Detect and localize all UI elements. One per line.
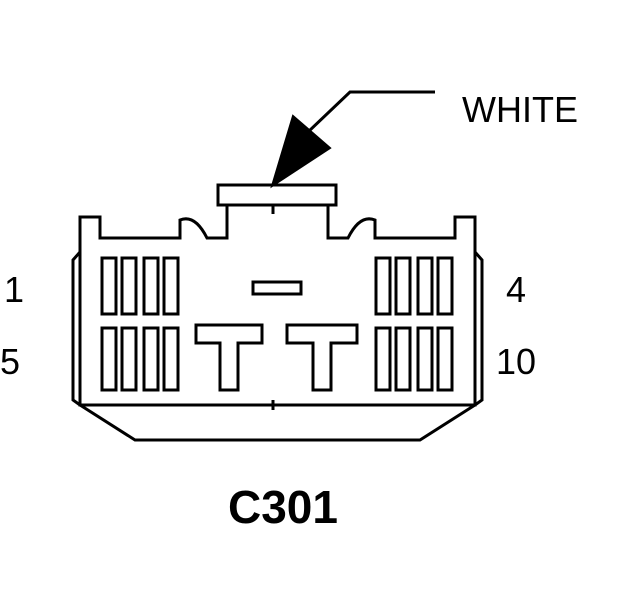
terminal-pin-1a	[100, 256, 118, 316]
terminal-pin-1b	[120, 256, 138, 316]
terminal-pin-2a	[142, 256, 160, 316]
pin-label-5: 5	[0, 341, 21, 382]
terminal-pin-5b	[120, 326, 138, 392]
pin-label-4: 4	[506, 269, 527, 310]
terminal-pin-9b	[394, 326, 412, 392]
pin-label-10: 10	[496, 341, 537, 382]
terminal-pin-10b	[436, 326, 454, 392]
terminal-pin-3a	[374, 256, 392, 316]
connector-id-title: C301	[228, 481, 338, 533]
terminal-pin-7	[194, 323, 264, 392]
connector-bottom-skirt	[79, 403, 476, 442]
color-callout-label: WHITE	[462, 89, 578, 130]
terminal-pin-4a	[416, 256, 434, 316]
connector-right-side	[473, 251, 484, 407]
pin-label-1: 1	[4, 269, 25, 310]
terminal-pin-6a	[142, 326, 160, 392]
terminal-pin-9a	[374, 326, 392, 392]
key-slot	[251, 280, 303, 296]
lock-tab	[216, 183, 338, 207]
callout-arrow	[270, 90, 435, 189]
terminal-pin-6b	[162, 326, 180, 392]
terminal-pin-8	[285, 323, 359, 392]
connector-left-side	[71, 251, 82, 407]
terminal-pin-10a	[416, 326, 434, 392]
terminal-pin-4b	[436, 256, 454, 316]
terminal-pin-3b	[394, 256, 412, 316]
terminal-pin-2b	[162, 256, 180, 316]
terminal-pin-5a	[100, 326, 118, 392]
connector-body	[78, 203, 477, 407]
